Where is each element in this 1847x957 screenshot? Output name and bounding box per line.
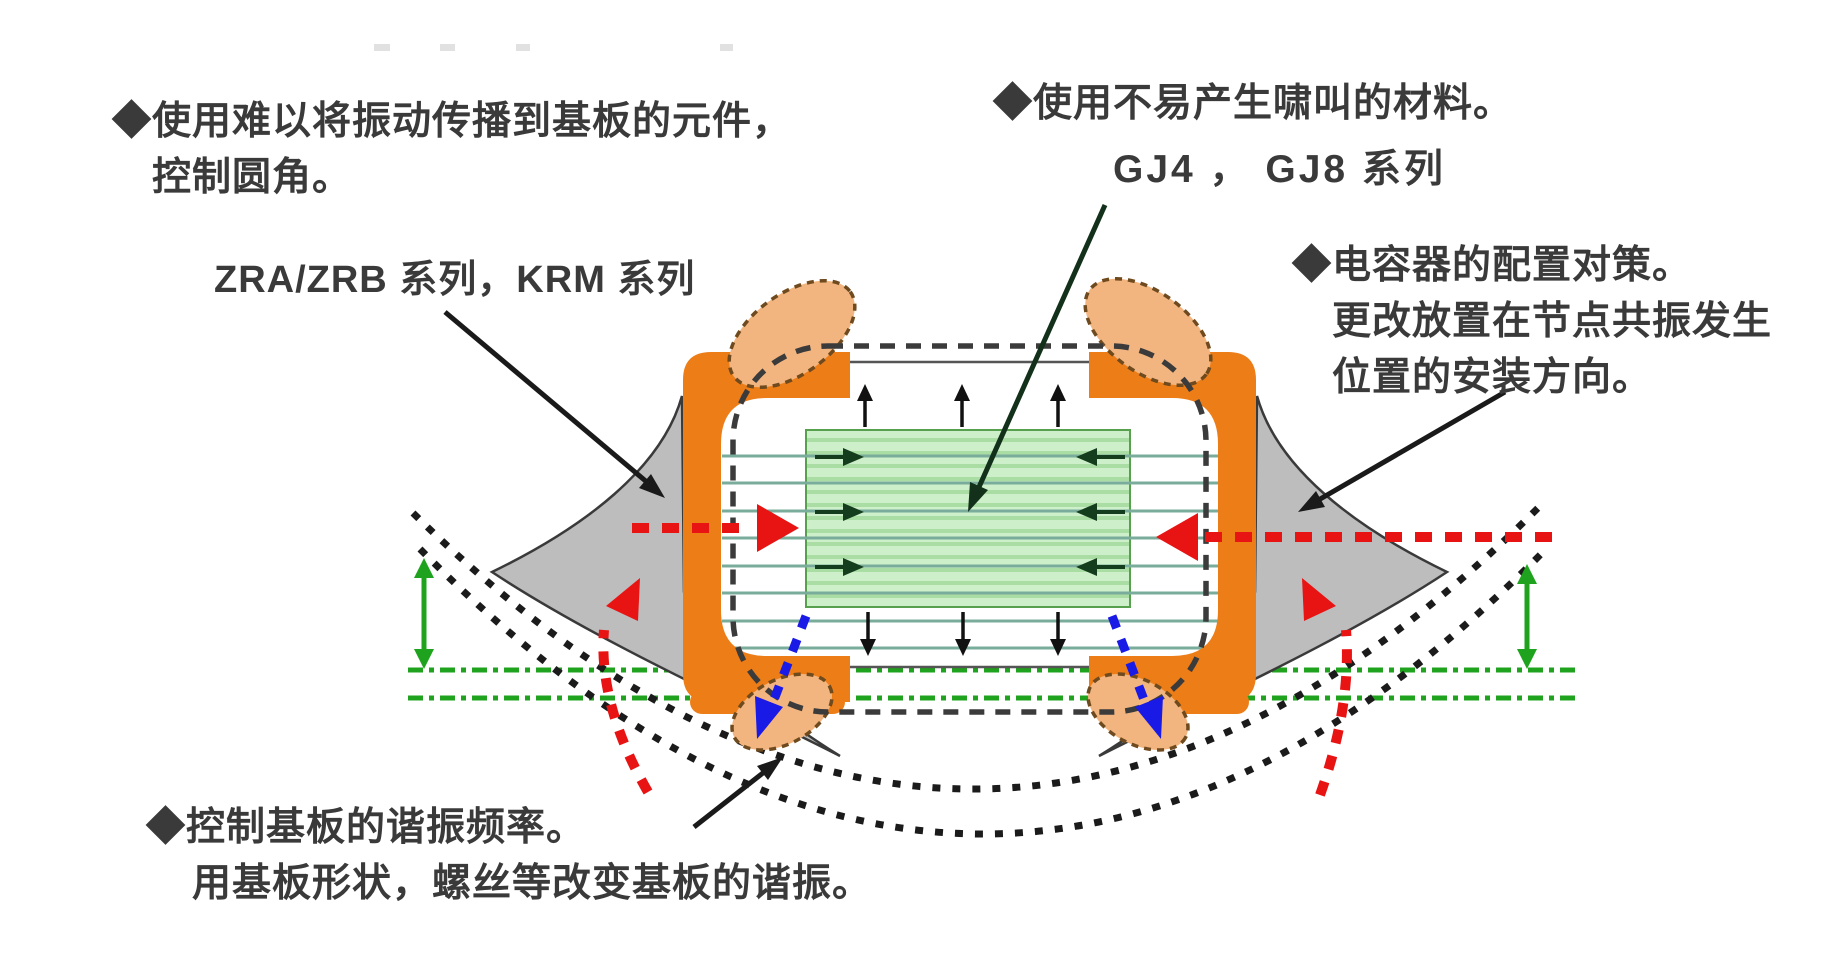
vibration-arrows-vertical bbox=[857, 384, 1066, 656]
annotation-placement: ◆电容器的配置对策。 更改放置在节点共振发生 位置的安装方向。 bbox=[1292, 238, 1772, 406]
up-arrow-3 bbox=[1050, 384, 1066, 427]
annotation-line: ◆电容器的配置对策。 bbox=[1292, 244, 1693, 287]
stress-arrow-curved-right bbox=[1302, 578, 1352, 797]
pcb-bottom-surface bbox=[417, 544, 1551, 838]
annotation-line: ◆使用难以将振动传播到基板的元件， bbox=[112, 100, 793, 143]
annotation-material: ◆使用不易产生啸叫的材料。 GJ4 ， GJ8 系列 bbox=[993, 76, 1513, 198]
stress-arrow-left bbox=[632, 504, 799, 552]
annotation-board-resonance: ◆控制基板的谐振频率。 用基板形状，螺丝等改变基板的谐振。 bbox=[146, 800, 872, 912]
leader-material-to-active bbox=[968, 203, 1108, 512]
annotation-line: 位置的安装方向。 bbox=[1332, 356, 1653, 399]
annotation-line: ◆控制基板的谐振频率。 bbox=[146, 806, 587, 849]
node-arrow-left bbox=[755, 614, 811, 739]
fillet-blob-bottom-right bbox=[1086, 672, 1190, 752]
bent-pcb-outline bbox=[410, 500, 1551, 838]
annotation-series-label: ZRA/ZRB 系列，KRM 系列 bbox=[214, 248, 695, 303]
inward-arrow-right-3 bbox=[1076, 558, 1125, 576]
down-arrow-2 bbox=[955, 612, 971, 656]
inward-arrow-right-2 bbox=[1076, 503, 1125, 521]
leader-placement-to-fillet bbox=[1298, 389, 1507, 512]
inward-arrow-left-3 bbox=[815, 558, 864, 576]
down-arrow-1 bbox=[860, 612, 876, 656]
annotation-line: ◆使用不易产生啸叫的材料。 bbox=[993, 82, 1514, 125]
down-arrow-3 bbox=[1050, 612, 1066, 656]
inward-arrow-left-1 bbox=[815, 448, 864, 466]
annotation-line: 更改放置在节点共振发生 bbox=[1332, 300, 1773, 343]
leader-board-to-pcb bbox=[692, 757, 783, 829]
fillet-blob-top-right bbox=[1083, 276, 1213, 388]
annotation-line: GJ4 ， GJ8 系列 bbox=[1113, 148, 1446, 191]
pcb-top-surface bbox=[410, 500, 1546, 793]
fillet-blob-top-left bbox=[727, 278, 857, 390]
stress-arrow-right bbox=[1156, 513, 1558, 561]
stress-arrow-curved-left bbox=[598, 578, 653, 795]
displacement-arrow-left bbox=[414, 558, 434, 669]
vibration-arrows-horizontal bbox=[815, 448, 1125, 576]
annotation-component-mount: ◆使用难以将振动传播到基板的元件， 控制圆角。 bbox=[112, 94, 792, 206]
annotation-line: 用基板形状，螺丝等改变基板的谐振。 bbox=[192, 862, 873, 905]
inward-arrow-left-2 bbox=[815, 503, 864, 521]
annotation-line: 控制圆角。 bbox=[152, 156, 353, 199]
annotation-line: ZRA/ZRB 系列，KRM 系列 bbox=[214, 259, 696, 301]
node-arrow-right bbox=[1107, 614, 1163, 739]
up-arrow-1 bbox=[857, 384, 873, 427]
ghost-text-remnants bbox=[374, 44, 733, 51]
leader-series-to-fillet bbox=[443, 310, 665, 498]
displacement-arrow-right bbox=[1517, 564, 1537, 669]
up-arrow-2 bbox=[954, 384, 970, 427]
inward-arrow-right-1 bbox=[1076, 448, 1125, 466]
active-layer bbox=[805, 429, 1131, 608]
